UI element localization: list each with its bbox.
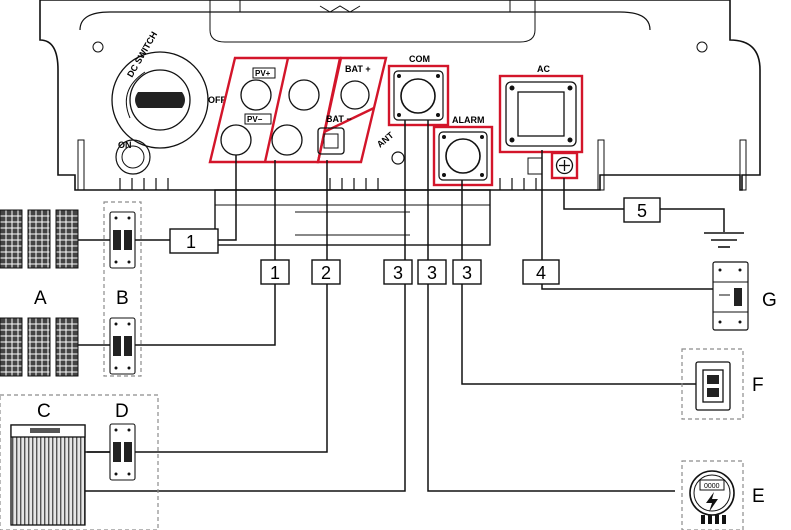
cable-number-ground: 5 [637,201,647,221]
ac-label: AC [537,64,550,74]
pv-minus-label: PV− [247,115,263,124]
cable-number-alarm: 3 [462,263,472,283]
cable-number-battery: 2 [321,263,331,283]
battery-section [0,394,159,530]
cable-number-com-a: 3 [393,263,403,283]
label-battery: C [37,401,51,422]
vent-plug [115,139,151,175]
inverter [39,0,761,246]
cable-number-boxes [169,197,661,285]
antenna-port [391,151,405,165]
label-pv-breakers: B [116,288,129,309]
ac-breaker[interactable] [712,261,749,331]
ac-port[interactable] [498,74,584,154]
com-port[interactable] [387,64,450,127]
alarm-port[interactable] [432,125,494,187]
ant-label: ANT [375,130,396,150]
com-label: COM [409,54,430,64]
battery [10,424,86,526]
cable-number-pv-top: 1 [186,232,196,252]
battery-connector-group[interactable] [316,56,388,164]
label-solar-panels: A [34,288,47,309]
battery-breaker[interactable] [109,423,136,481]
meter-display: 0000 [704,483,720,490]
dc-switch-label: DC SWITCH [125,30,159,79]
cable-number-ac: 4 [536,263,546,283]
alarm-label: ALARM [452,115,485,125]
cable-number-pv-bottom: 1 [270,263,280,283]
pv-plus-label: PV+ [255,69,271,78]
on-label: ON [118,140,132,150]
ground-terminal[interactable] [527,151,579,180]
cable-number-com-b: 3 [427,263,437,283]
label-battery-breaker: D [115,401,129,422]
bat-plus-label: BAT + [345,64,371,74]
dc-switch[interactable] [111,51,209,149]
label-meter: E [752,486,765,507]
alarm-device[interactable] [681,348,744,420]
meter[interactable] [681,460,744,530]
off-label: OFF [208,95,226,105]
pv-breakers[interactable] [103,201,142,377]
ground-symbol-icon [704,232,744,248]
label-ac-breaker: G [762,290,777,311]
solar-panels [0,209,79,377]
label-alarm-device: F [752,375,764,396]
bat-minus-label: BAT − [326,114,352,124]
